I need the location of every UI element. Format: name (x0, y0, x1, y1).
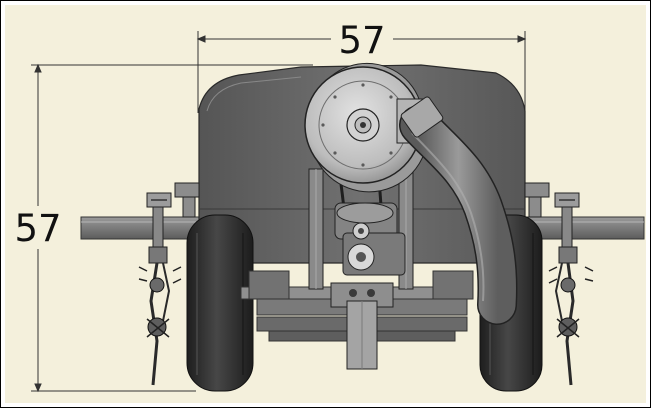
height-dimension-label: 57 (14, 207, 61, 250)
width-dimension (196, 31, 527, 113)
hitch-tongue (330, 282, 394, 370)
left-row-unit (138, 192, 182, 386)
side-brackets (174, 182, 550, 218)
width-dimension-label: 57 (338, 19, 385, 62)
left-tire (186, 214, 254, 392)
lower-pulley (334, 202, 406, 276)
blower-hose (399, 96, 518, 325)
machine-drawing: 57 57 (14, 19, 645, 393)
drawing-viewport: 57 57 (5, 5, 646, 403)
height-dimension (31, 63, 313, 393)
right-row-unit (548, 192, 594, 386)
